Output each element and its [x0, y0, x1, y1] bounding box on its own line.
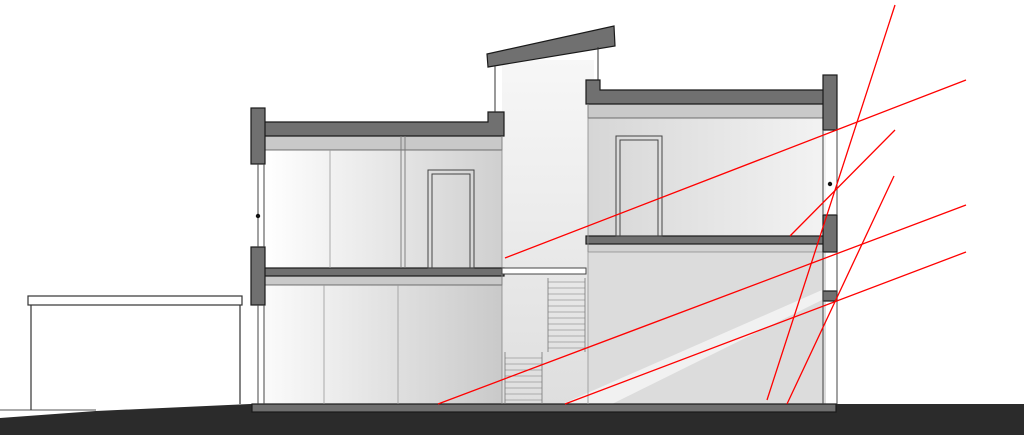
left-ceiling-band: [263, 135, 503, 151]
left-wing: [250, 107, 505, 404]
sunlight-patch: [560, 290, 822, 405]
door-upper-right: [615, 135, 663, 237]
annex-roof: [27, 295, 243, 306]
right-floor-slab: [585, 235, 827, 245]
sun-rays: [437, 4, 967, 405]
mezzanine-slab: [501, 267, 587, 275]
left-end-wall-mid: [250, 246, 266, 306]
left-floor-slab: [261, 267, 505, 277]
wall-vent-left: [255, 213, 261, 219]
right-end-wall-mid: [822, 214, 838, 253]
right-roof-slab: [585, 79, 827, 105]
left-roof-slab: [261, 111, 505, 137]
right-ceiling-band: [587, 103, 827, 119]
left-end-wall-top: [250, 107, 266, 165]
annex: [27, 295, 243, 410]
stair: [501, 267, 587, 404]
right-wing: [585, 74, 838, 404]
lower-left-room: [264, 285, 504, 407]
sun-ray-1: [766, 4, 896, 401]
upper-left-room: [264, 150, 504, 268]
sun-ray-4: [786, 175, 895, 405]
wall-vent-right: [827, 181, 833, 187]
ground-floor-slab: [251, 403, 837, 413]
sun-ray-3: [789, 129, 896, 237]
clerestory: [486, 25, 616, 112]
sun-ray-6: [564, 251, 967, 405]
door-upper-left: [427, 169, 475, 269]
right-window-sill: [822, 290, 838, 302]
upper-right-room: [588, 118, 826, 238]
clerestory-roof: [486, 25, 616, 68]
right-ceiling-band-low: [587, 243, 827, 253]
sun-ray-5: [437, 204, 967, 405]
right-end-wall-top: [822, 74, 838, 131]
sun-ray-2: [504, 79, 967, 259]
central-void: [502, 60, 594, 408]
